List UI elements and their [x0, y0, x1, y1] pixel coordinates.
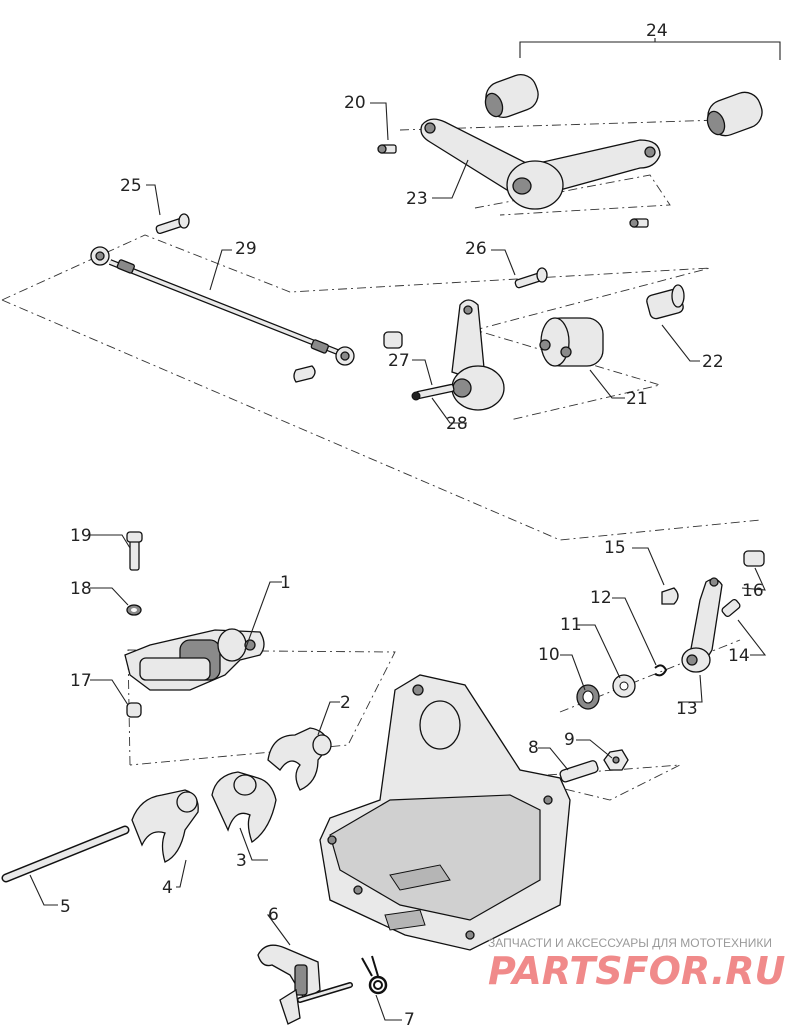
label-8: 8	[528, 738, 539, 758]
spacer	[383, 331, 403, 349]
label-12: 12	[590, 588, 612, 608]
label-5: 5	[60, 897, 71, 917]
part-25-pin	[155, 213, 190, 235]
part-10-bearing	[576, 684, 600, 710]
leader-lines	[29, 102, 767, 1021]
label-16: 16	[742, 581, 764, 601]
label-17: 17	[70, 671, 92, 691]
part-24-bracket	[519, 38, 781, 60]
label-7: 7	[404, 1010, 415, 1030]
footpeg-left	[484, 74, 539, 118]
label-23: 23	[406, 189, 428, 209]
label-11: 11	[560, 615, 582, 635]
part-19-bolt	[126, 531, 143, 571]
part-9-nut	[603, 749, 629, 771]
part-12-clip	[654, 664, 668, 677]
part-13-shift-arm	[681, 577, 723, 673]
part-2-shift-fork	[267, 727, 332, 791]
part-5-fork-shaft	[1, 825, 130, 883]
label-19: 19	[70, 526, 92, 546]
label-3: 3	[236, 851, 247, 871]
watermark-tagline: ЗАПЧАСТИ И АКСЕССУАРЫ ДЛЯ МОТОТЕХНИКИ	[488, 936, 772, 950]
label-25: 25	[120, 176, 142, 196]
part-15-cap	[661, 587, 679, 605]
part-14-screw	[721, 598, 741, 618]
label-14: 14	[728, 646, 750, 666]
callout-labels: 24 20 23 25 29 26 22 21 27 28 19 18 17 1…	[60, 21, 764, 1030]
label-10: 10	[538, 645, 560, 665]
shift-lever	[451, 299, 505, 411]
label-1: 1	[280, 573, 291, 593]
screw-small	[629, 218, 649, 228]
part-4-shift-fork	[131, 789, 199, 863]
label-22: 22	[702, 352, 724, 372]
part-18-washer	[126, 604, 142, 616]
part-6-shift-pawl	[257, 944, 353, 1025]
label-21: 21	[626, 389, 648, 409]
transmission-case	[319, 674, 571, 951]
part-29-shift-rod	[90, 246, 355, 383]
part-27-28-bolt	[411, 383, 455, 401]
part-8-bolt	[559, 760, 599, 783]
part-17-bushing	[126, 702, 142, 718]
part-3-shift-fork	[211, 771, 277, 844]
label-6: 6	[268, 905, 279, 925]
label-24: 24	[646, 21, 668, 41]
part-1-shift-drum	[124, 628, 265, 691]
part-22-bushing	[646, 284, 685, 320]
part-26-pin	[514, 267, 548, 289]
label-27: 27	[388, 351, 410, 371]
label-2: 2	[340, 693, 351, 713]
label-4: 4	[162, 878, 173, 898]
label-28: 28	[446, 414, 468, 434]
part-21-cylinder	[539, 317, 604, 367]
label-29: 29	[235, 239, 257, 259]
label-18: 18	[70, 579, 92, 599]
part-7-spring	[361, 955, 388, 995]
part-20-screw	[377, 144, 397, 154]
part-11-washer	[612, 674, 636, 698]
label-20: 20	[344, 93, 366, 113]
label-15: 15	[604, 538, 626, 558]
label-26: 26	[465, 239, 487, 259]
watermark: ЗАПЧАСТИ И АКСЕССУАРЫ ДЛЯ МОТОТЕХНИКИ PA…	[488, 936, 786, 993]
watermark-brand: PARTSFOR.RU	[488, 949, 786, 993]
part-16-bushing	[743, 550, 765, 567]
label-13: 13	[676, 699, 698, 719]
part-23-lever	[420, 118, 661, 210]
label-9: 9	[564, 730, 575, 750]
footpeg-right	[706, 91, 763, 137]
